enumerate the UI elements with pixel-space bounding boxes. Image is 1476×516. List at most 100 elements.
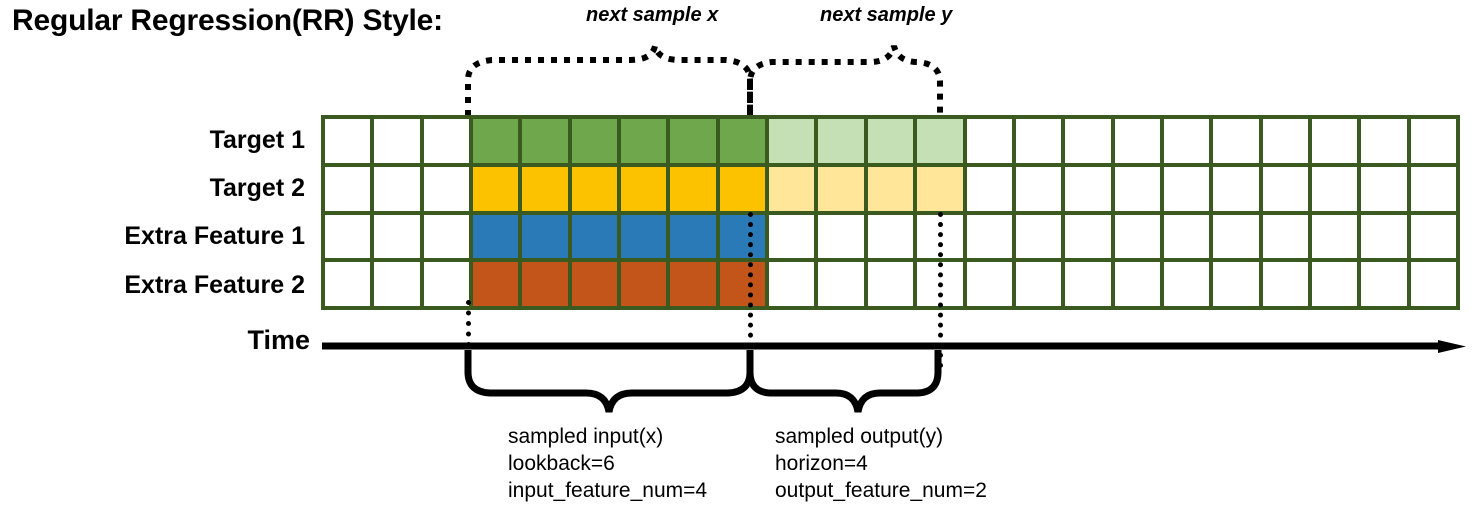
- grid-cell-r1-c4-input: [473, 119, 519, 163]
- sampled-input-line-2: lookback=6: [508, 452, 615, 475]
- time-axis-label: Time: [247, 325, 310, 355]
- grid-cell-r4-c17-empty: [1114, 262, 1160, 306]
- grid-cell-r4-c4-input: [473, 262, 519, 306]
- grid-cell-r3-c11-empty: [818, 214, 864, 259]
- grid-cell-r2-c2-empty: [374, 166, 420, 211]
- page-title: Regular Regression(RR) Style:: [12, 4, 443, 37]
- grid-cell-r1-c18-empty: [1163, 119, 1210, 163]
- grid-cell-r3-c19-empty: [1213, 214, 1259, 259]
- grid-cell-r1-c22-empty: [1361, 119, 1407, 163]
- row-label-column: Target 1 Target 2 Extra Feature 1 Extra …: [0, 116, 313, 309]
- grid-cell-r2-c22-empty: [1361, 166, 1407, 211]
- grid-cell-r1-c12-output: [867, 119, 914, 163]
- grid-cell-r1-c10-output: [769, 119, 815, 163]
- divider-input-end: [748, 212, 753, 368]
- grid-cell-r2-c3-empty: [423, 166, 470, 211]
- grid-cell-r3-c22-empty: [1361, 214, 1407, 259]
- sampled-input-line-1: sampled input(x): [508, 425, 664, 448]
- grid-cell-r4-c9-input: [719, 262, 766, 306]
- grid-cell-r3-c17-empty: [1114, 214, 1160, 259]
- grid-cell-r2-c15-empty: [1015, 166, 1062, 211]
- grid-cell-r3-c21-empty: [1311, 214, 1358, 259]
- grid-cell-r3-c6-input: [571, 214, 618, 259]
- grid-cell-r4-c3-empty: [423, 262, 470, 306]
- grid-cell-r3-c5-input: [522, 214, 568, 259]
- grid-cell-r3-c15-empty: [1015, 214, 1062, 259]
- grid-cell-r4-c16-empty: [1065, 262, 1111, 306]
- grid-cell-r1-c17-empty: [1114, 119, 1160, 163]
- grid-cell-r2-c12-output: [867, 166, 914, 211]
- grid-cell-r4-c20-empty: [1262, 262, 1308, 306]
- grid-cell-r4-c2-empty: [374, 262, 420, 306]
- grid-cell-r1-c23-empty: [1410, 119, 1456, 163]
- grid-cell-r3-c14-empty: [966, 214, 1012, 259]
- sampled-output-annotation: sampled output(y) horizon=4 output_featu…: [775, 423, 987, 504]
- grid-cell-r1-c7-input: [621, 119, 667, 163]
- row-label-extra-feature-2: Extra Feature 2: [124, 270, 305, 299]
- grid-cell-r2-c5-input: [522, 166, 568, 211]
- grid-cell-r3-c9-input: [719, 214, 766, 259]
- grid-cell-r1-c1-empty: [325, 119, 371, 163]
- grid-cell-r2-c13-output: [917, 166, 963, 211]
- grid-cell-r4-c18-empty: [1163, 262, 1210, 306]
- top-brace-x: [465, 45, 753, 116]
- grid-cell-r4-c8-input: [670, 262, 716, 306]
- grid-cell-r4-c19-empty: [1213, 262, 1259, 306]
- sampled-input-line-3: input_feature_num=4: [508, 479, 708, 502]
- grid-cell-r3-c4-input: [473, 214, 519, 259]
- bottom-brace-input: [464, 350, 754, 413]
- divider-input-start: [466, 300, 471, 368]
- grid-cell-r2-c11-output: [818, 166, 864, 211]
- grid-cell-r4-c23-empty: [1410, 262, 1456, 306]
- top-brace-y: [747, 45, 943, 116]
- grid-cell-r4-c14-empty: [966, 262, 1012, 306]
- grid-cell-r3-c12-empty: [867, 214, 914, 259]
- grid-cell-r2-c10-output: [769, 166, 815, 211]
- grid-cell-r2-c19-empty: [1213, 166, 1259, 211]
- grid-cell-r2-c7-input: [621, 166, 667, 211]
- grid-cell-r1-c13-output: [917, 119, 963, 163]
- grid-cell-r2-c23-empty: [1410, 166, 1456, 211]
- grid-cell-r2-c14-empty: [966, 166, 1012, 211]
- grid-cell-r4-c1-empty: [325, 262, 371, 306]
- grid-cell-r3-c7-input: [621, 214, 667, 259]
- grid-cell-r4-c15-empty: [1015, 262, 1062, 306]
- grid-cell-r1-c3-empty: [423, 119, 470, 163]
- grid-cell-r4-c5-input: [522, 262, 568, 306]
- grid-cell-r2-c4-input: [473, 166, 519, 211]
- bottom-brace-output: [746, 350, 942, 413]
- grid-cell-r3-c10-empty: [769, 214, 815, 259]
- grid-cell-r2-c6-input: [571, 166, 618, 211]
- grid-cell-r2-c18-empty: [1163, 166, 1210, 211]
- grid-cell-r1-c20-empty: [1262, 119, 1308, 163]
- grid-cell-r4-c12-empty: [867, 262, 914, 306]
- grid-cell-r3-c8-input: [670, 214, 716, 259]
- grid-cell-r1-c6-input: [571, 119, 618, 163]
- sampled-output-line-1: sampled output(y): [775, 425, 944, 448]
- grid-cell-r3-c20-empty: [1262, 214, 1308, 259]
- next-sample-y-label: next sample y: [820, 4, 953, 26]
- grid-cell-r1-c19-empty: [1213, 119, 1259, 163]
- row-label-target-2: Target 2: [209, 174, 305, 203]
- grid-cell-r2-c20-empty: [1262, 166, 1308, 211]
- grid-cell-r2-c1-empty: [325, 166, 371, 211]
- timeline-grid: [321, 115, 1460, 310]
- grid-cell-r4-c11-empty: [818, 262, 864, 306]
- grid-cell-r2-c17-empty: [1114, 166, 1160, 211]
- grid-cell-r1-c16-empty: [1065, 119, 1111, 163]
- grid-cell-r2-c16-empty: [1065, 166, 1111, 211]
- divider-output-end: [938, 212, 943, 368]
- grid-cell-r2-c21-empty: [1311, 166, 1358, 211]
- grid-cell-r1-c11-output: [818, 119, 864, 163]
- grid-cell-r4-c22-empty: [1361, 262, 1407, 306]
- grid-cell-r3-c2-empty: [374, 214, 420, 259]
- grid-cell-r4-c7-input: [621, 262, 667, 306]
- grid-cell-r1-c15-empty: [1015, 119, 1062, 163]
- grid-cell-r3-c16-empty: [1065, 214, 1111, 259]
- sampled-output-line-2: horizon=4: [775, 452, 868, 475]
- grid-cell-r1-c21-empty: [1311, 119, 1358, 163]
- grid-cell-r3-c1-empty: [325, 214, 371, 259]
- grid-cell-r2-c9-input: [719, 166, 766, 211]
- grid-cell-r2-c8-input: [670, 166, 716, 211]
